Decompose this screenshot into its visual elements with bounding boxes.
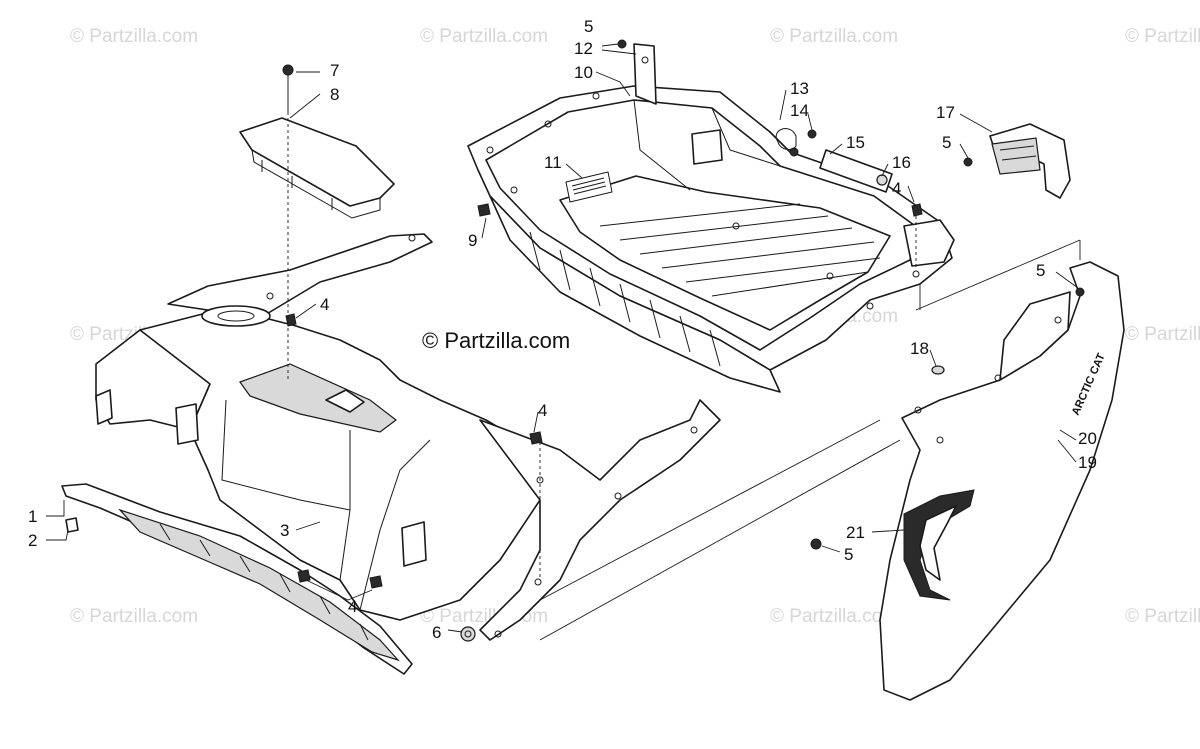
callout-4a: 4	[320, 295, 329, 314]
callout-3: 3	[280, 521, 289, 540]
callout-5d: 5	[844, 545, 853, 564]
callout-19: 19	[1078, 453, 1097, 472]
callout-18: 18	[910, 339, 929, 358]
copyright-text: © Partzilla.com	[422, 328, 570, 353]
callout-17: 17	[936, 103, 955, 122]
callout-15: 15	[846, 133, 865, 152]
callout-12: 12	[574, 39, 593, 58]
callout-8: 8	[330, 85, 339, 104]
handle	[963, 123, 1071, 199]
watermark-7: © Partzilla.com	[1125, 324, 1200, 345]
callout-10: 10	[574, 63, 593, 82]
callouts: 1 2 3 4 4 4 4 5 5 5 5 6 7 8 9 10 11 12 1…	[28, 17, 1097, 642]
watermark-11: © Partzilla.com	[1125, 606, 1200, 627]
side-panel: ARCTIC CAT	[879, 261, 1125, 701]
callout-6: 6	[432, 623, 441, 642]
callout-5c: 5	[1036, 261, 1045, 280]
callout-5b: 5	[942, 133, 951, 152]
callout-4b: 4	[538, 401, 547, 420]
callout-14: 14	[790, 101, 809, 120]
leader-lines	[46, 43, 1079, 633]
connection-lines	[539, 239, 1081, 641]
storage-tub	[467, 43, 955, 393]
callout-4d: 4	[892, 179, 901, 198]
callout-5a: 5	[584, 17, 593, 36]
callout-20: 20	[1078, 429, 1097, 448]
watermarks: © Partzilla.com © Partzilla.com © Partzi…	[70, 26, 1200, 627]
callout-16: 16	[892, 153, 911, 172]
fasteners	[285, 39, 1085, 642]
callout-21: 21	[846, 523, 865, 542]
watermark-2: © Partzilla.com	[420, 26, 548, 47]
callout-9: 9	[468, 231, 477, 250]
watermark-3: © Partzilla.com	[770, 26, 898, 47]
callout-7: 7	[330, 61, 339, 80]
callout-13: 13	[790, 79, 809, 98]
watermark-8: © Partzilla.com	[70, 606, 198, 627]
watermark-4: © Partzilla.com	[1125, 26, 1200, 47]
callout-2: 2	[28, 531, 37, 550]
lid	[239, 64, 395, 219]
callout-1: 1	[28, 507, 37, 526]
callout-4c: 4	[348, 597, 357, 616]
callout-11: 11	[544, 153, 562, 172]
lower-grille	[61, 483, 413, 675]
watermark-1: © Partzilla.com	[70, 26, 198, 47]
watermark-10: © Partzilla.com	[770, 606, 898, 627]
